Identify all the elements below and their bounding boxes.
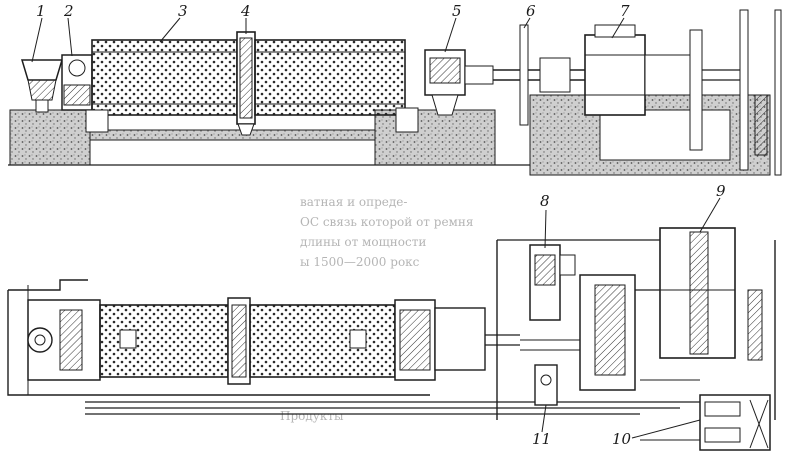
mill-drum-plan-right — [249, 304, 396, 378]
callout-7: 7 — [620, 2, 630, 20]
callout-5: 5 — [452, 2, 462, 20]
elevation-view — [8, 9, 782, 176]
bleed-text-line: Продукты — [280, 409, 344, 423]
callout-11: 11 — [532, 430, 551, 448]
callout-3: 3 — [178, 2, 188, 20]
mill-drum-plan-left — [99, 304, 229, 378]
foundation-mid — [89, 129, 381, 141]
callout-10: 10 — [612, 430, 632, 448]
callout-4: 4 — [240, 2, 251, 20]
foundation-pit — [599, 109, 731, 161]
bleed-through-text: ватная и опреде- ОС связь которой от рем… — [280, 195, 473, 423]
leader-lines — [31, 17, 721, 439]
foundation-drum-right — [374, 109, 496, 166]
shaft-coupling — [464, 65, 494, 85]
callout-9: 9 — [716, 182, 726, 200]
bleed-text-line: длины от мощности — [300, 235, 426, 249]
foundation-left — [9, 109, 91, 166]
plan-view — [7, 227, 776, 451]
callout-6: 6 — [526, 2, 536, 20]
callout-8: 8 — [540, 192, 550, 210]
callout-labels: 1 2 3 4 5 6 7 8 9 10 11 — [36, 2, 726, 448]
bleed-text-line: ы 1500—2000 рокс — [300, 255, 420, 269]
feeder — [20, 59, 64, 81]
callout-1: 1 — [36, 2, 46, 20]
bleed-text-line: ватная и опреде- — [300, 195, 407, 209]
bleed-text-line: ОС связь которой от ремня — [300, 215, 473, 229]
callout-2: 2 — [63, 2, 74, 20]
main-motor — [584, 34, 646, 116]
